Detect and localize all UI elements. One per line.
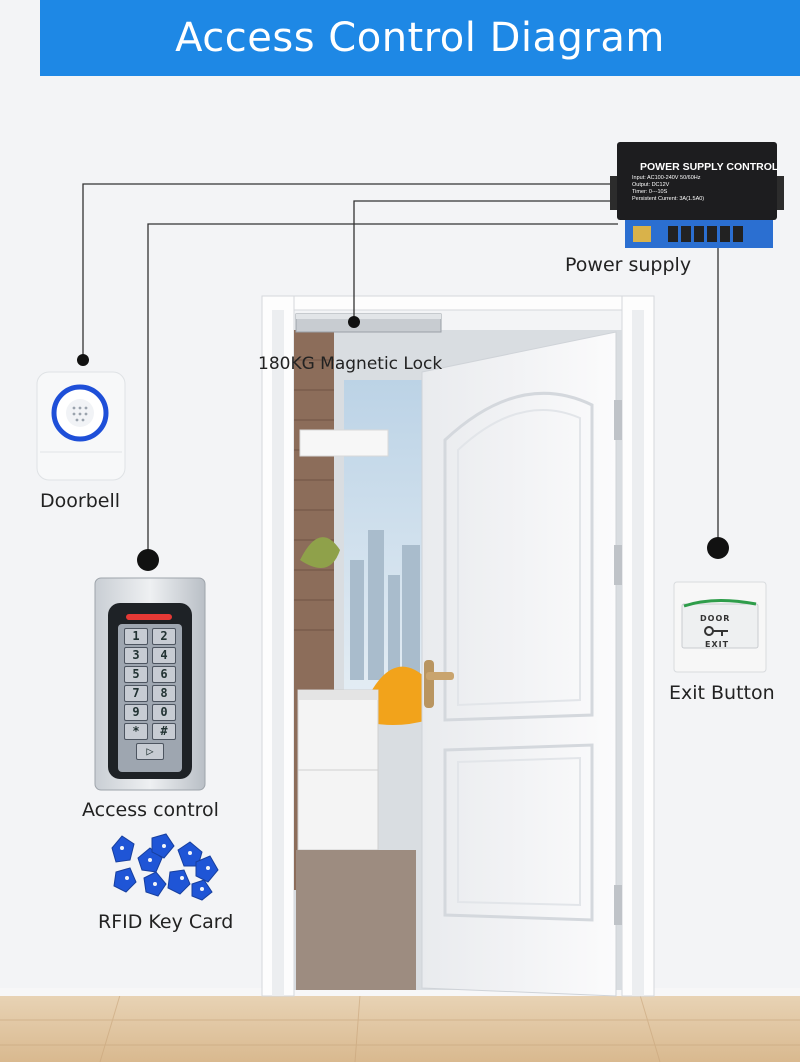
power-supply-spec-4: Persistent Current: 3A(1.5A0): [632, 196, 705, 202]
keypad-key-6: 6: [152, 666, 176, 683]
label-power-supply: Power supply: [565, 254, 692, 276]
keypad-bell-key: ▷: [136, 743, 164, 760]
keypad-key-8: 8: [152, 685, 176, 702]
keypad-key-5: 5: [124, 666, 148, 683]
bell-icon: ▷: [146, 744, 154, 758]
exit-button-device: [673, 581, 767, 673]
power-supply-heading: POWER SUPPLY CONTROL: [640, 161, 779, 173]
door-frame: [261, 295, 655, 997]
door: [421, 331, 622, 997]
exit-button-top-text: DOOR: [700, 614, 731, 623]
keypad-key-2: 2: [152, 628, 176, 645]
wiring: [82, 183, 719, 560]
magnetic-lock-device: [295, 313, 442, 333]
floor: [0, 995, 800, 1062]
label-access-control: Access control: [82, 799, 219, 821]
exit-button-bottom-text: EXIT: [705, 640, 730, 649]
power-supply-spec-2: Output: DC12V: [632, 182, 670, 188]
connection-dots: [77, 316, 729, 571]
title-banner: Access Control Diagram: [40, 0, 800, 76]
diagram-title: Access Control Diagram: [175, 15, 665, 61]
keypad-key-3: 3: [124, 647, 148, 664]
label-exit-button: Exit Button: [669, 682, 775, 704]
keypad-key-1: 1: [124, 628, 148, 645]
keypad-key-7: 7: [124, 685, 148, 702]
keypad-key-star: *: [124, 723, 148, 740]
keypad-key-4: 4: [152, 647, 176, 664]
keypad-key-9: 9: [124, 704, 148, 721]
label-magnetic-lock: 180KG Magnetic Lock: [258, 354, 443, 374]
keypad-key-0: 0: [152, 704, 176, 721]
doorbell-device: [36, 371, 126, 481]
power-supply-device: [610, 142, 784, 248]
power-supply-spec-3: Timer: 0---10S: [632, 189, 668, 195]
keypad-key-hash: #: [152, 723, 176, 740]
label-doorbell: Doorbell: [40, 490, 120, 512]
label-rfid-key-card: RFID Key Card: [98, 911, 234, 933]
power-supply-spec-1: Input: AC100-240V 50/60Hz: [632, 175, 701, 181]
